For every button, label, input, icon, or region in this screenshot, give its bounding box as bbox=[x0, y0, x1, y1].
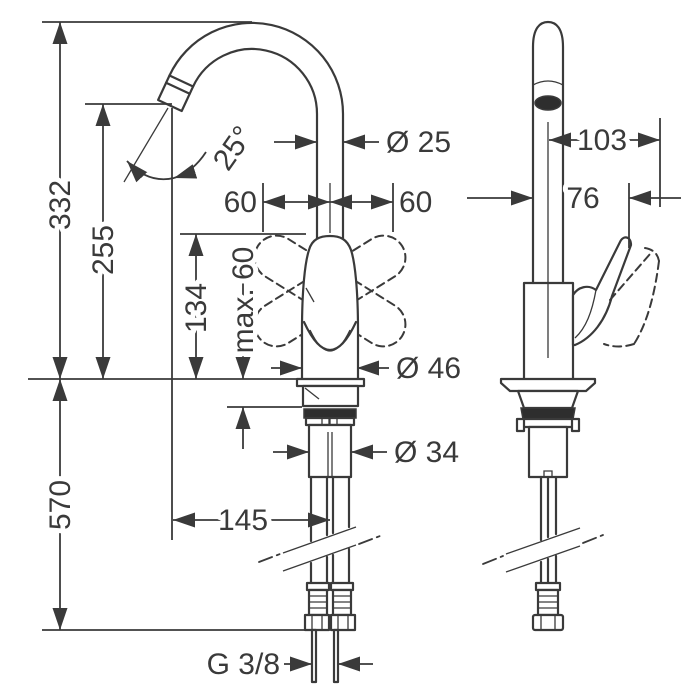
break-line-lower-side bbox=[505, 545, 581, 573]
side-view bbox=[482, 20, 660, 632]
dim-label-connection-thread: G 3/8 bbox=[207, 648, 280, 681]
handle-dome-inner-curve bbox=[309, 329, 351, 352]
dim-side-depth-total: 103 bbox=[549, 119, 660, 162]
dim-base-diameter: Ø 46 bbox=[271, 347, 466, 390]
spout-inner-curve bbox=[192, 47, 319, 240]
handle-dome-curve bbox=[302, 320, 358, 352]
dim-label-height-below-deck: 570 bbox=[44, 480, 77, 530]
lever-dashed-bottom bbox=[603, 343, 635, 348]
handle-swing-position-right bbox=[253, 234, 407, 348]
spout-outer-curve bbox=[168, 21, 345, 240]
spout-arch bbox=[157, 21, 345, 240]
dim-label-height-total: 332 bbox=[44, 180, 77, 230]
dim-swivel-range: 60 60 bbox=[219, 181, 438, 224]
escutcheon-front bbox=[295, 377, 366, 408]
dim-spout-angle: 25° bbox=[126, 115, 265, 183]
handle-hatch-line bbox=[305, 287, 315, 303]
dim-label-swivel-left: 60 bbox=[224, 186, 257, 219]
handle-swing-position-left bbox=[253, 234, 407, 348]
mounting-shank bbox=[307, 423, 353, 479]
lever-handle-side bbox=[571, 236, 660, 348]
lever-solid bbox=[571, 236, 633, 347]
spout-aerator bbox=[157, 74, 195, 113]
front-view bbox=[157, 21, 407, 684]
hex-nut-side bbox=[531, 613, 565, 632]
dim-label-side-depth-total: 103 bbox=[577, 124, 627, 157]
dim-shank-diameter: Ø 34 bbox=[273, 431, 464, 474]
break-dashdot-right bbox=[358, 535, 381, 545]
hose-upper-lines-side bbox=[539, 475, 558, 542]
dim-label-spout-angle: 25° bbox=[207, 120, 260, 176]
dim-spout-reach: 145 bbox=[173, 499, 330, 542]
handle-swing-dashed bbox=[253, 234, 407, 348]
lever-dashed-tip bbox=[644, 247, 660, 262]
flange-skirt bbox=[516, 389, 580, 410]
dim-body-height: 134 bbox=[175, 234, 218, 379]
flange-plate bbox=[499, 377, 597, 393]
dim-side-depth-body: 76 bbox=[467, 177, 681, 220]
washer-tab-left bbox=[515, 417, 526, 433]
hose-rib-lines-side bbox=[538, 595, 558, 609]
hex-nut-right bbox=[329, 613, 357, 632]
hose-lower-lines-side bbox=[539, 554, 558, 585]
break-line-upper-side bbox=[505, 527, 581, 555]
dim-label-spout-reach: 145 bbox=[218, 504, 268, 537]
shank-side bbox=[527, 425, 569, 479]
dimensions: 332 255 570 134 max. 60 25° Ø 25 bbox=[39, 22, 681, 686]
washer-tab-right bbox=[570, 417, 581, 433]
lever-dashed-edge2 bbox=[633, 260, 660, 345]
break-line-upper bbox=[282, 526, 357, 554]
escutcheon-tab bbox=[304, 387, 320, 400]
dim-label-height-to-spout: 255 bbox=[87, 225, 120, 275]
spout-side bbox=[531, 20, 565, 358]
escutcheon-side bbox=[499, 377, 597, 479]
dim-height-total: 332 bbox=[39, 22, 82, 379]
dim-label-spout-diameter: Ø 25 bbox=[386, 126, 451, 159]
hex-nut-left bbox=[303, 613, 331, 632]
break-dashdot-right-side bbox=[582, 534, 604, 544]
thread-tail-left bbox=[310, 628, 318, 684]
dim-height-below-deck: 570 bbox=[39, 379, 82, 630]
lever-dashed-edge1 bbox=[609, 253, 651, 301]
escutcheon-skirt bbox=[301, 384, 360, 408]
aerator-outlet-ellipse bbox=[534, 95, 562, 111]
aerator-joint-line bbox=[165, 81, 191, 95]
thread-tail-right bbox=[332, 628, 340, 684]
supply-hoses-front bbox=[258, 475, 381, 684]
break-line-lower bbox=[282, 544, 357, 572]
hex-nut-facets-side bbox=[540, 615, 556, 630]
handle-front-outline bbox=[300, 234, 360, 380]
dim-max-deck-thickness: max. 60 bbox=[222, 242, 265, 449]
dim-height-to-spout: 255 bbox=[82, 104, 125, 379]
aerator-edge-arc bbox=[532, 80, 564, 86]
dim-spout-diameter: Ø 25 bbox=[274, 121, 456, 164]
gasket-band bbox=[303, 408, 357, 419]
dim-label-body-height: 134 bbox=[180, 283, 213, 333]
hex-nut-facets bbox=[311, 615, 349, 630]
break-dashdot-left bbox=[258, 553, 281, 563]
dim-label-max-deck-thickness: max. 60 bbox=[227, 247, 260, 354]
shank-notch bbox=[543, 470, 553, 477]
washer-side bbox=[521, 417, 575, 429]
hose-rib-lines bbox=[309, 595, 351, 609]
gasket-band-side bbox=[520, 407, 576, 420]
lever-inner-line bbox=[574, 289, 597, 339]
hose-upper-lines bbox=[309, 475, 351, 543]
dim-label-side-depth-body: 76 bbox=[566, 182, 599, 215]
dim-label-base-diameter: Ø 46 bbox=[396, 352, 461, 385]
mounting-hardware-front bbox=[303, 408, 357, 479]
break-dashdot-left-side bbox=[482, 555, 504, 565]
dim-label-swivel-right: 60 bbox=[399, 186, 432, 219]
dim-connection-thread: G 3/8 bbox=[202, 643, 373, 686]
spout-tube-side bbox=[531, 20, 565, 285]
dim-label-shank-diameter: Ø 34 bbox=[394, 436, 459, 469]
supply-hose-side bbox=[482, 475, 604, 632]
handle-and-body bbox=[300, 234, 360, 380]
hose-lower-lines bbox=[309, 547, 351, 585]
ref-spout-angle-line bbox=[123, 107, 169, 183]
